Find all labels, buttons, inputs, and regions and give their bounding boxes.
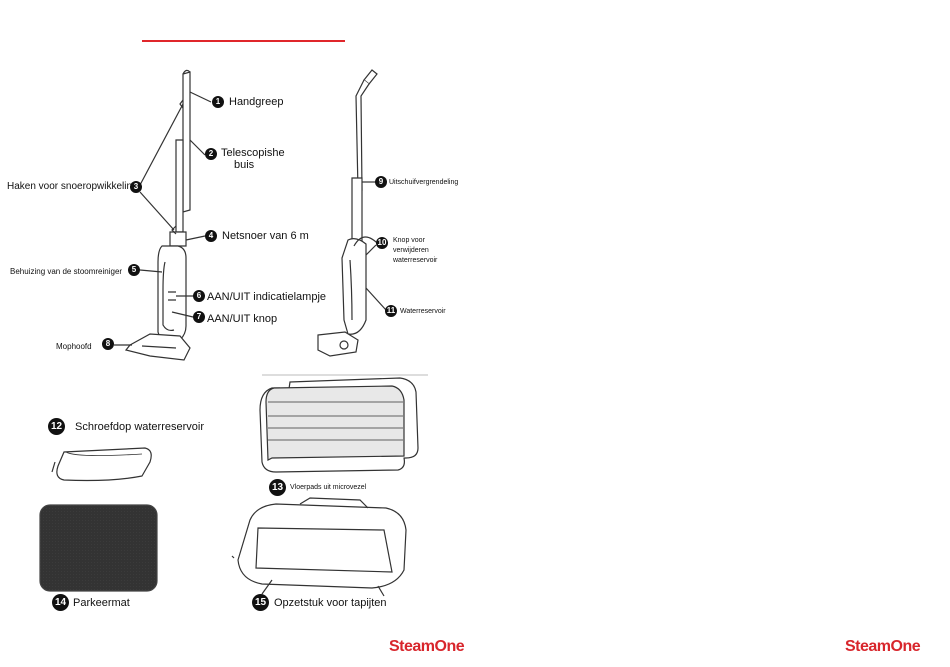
part-number-badge: 11 [385, 305, 397, 317]
part-number-badge: 2 [205, 148, 217, 160]
part-number-badge: 9 [375, 176, 387, 188]
part-number-badge: 4 [205, 230, 217, 242]
part-label-parking-mat: Parkeermat [73, 597, 130, 609]
part-number-badge: 14 [52, 594, 69, 611]
part-label-reservoir-release: Knop voor [393, 237, 425, 244]
part-number-badge: 12 [48, 418, 65, 435]
part-number-badge: 7 [193, 311, 205, 323]
reservoir-cap-drawing [51, 447, 152, 482]
part-number-badge: 10 [376, 237, 388, 249]
part-label-telescopic-tube-line2: buis [234, 159, 255, 171]
part-number-badge: 5 [128, 264, 140, 276]
part-label-reservoir-release-line2: verwijderen [393, 247, 429, 254]
part-label-water-reservoir: Waterreservoir [400, 308, 446, 315]
carpet-attachment-drawing [231, 497, 407, 597]
part-label-reservoir-release-line3: waterreservoir [393, 257, 438, 264]
part-label-power-button: AAN/UIT knop [207, 313, 278, 325]
part-label-reservoir-cap: Schroefdop waterreservoir [75, 421, 205, 433]
part-number-badge: 3 [130, 181, 142, 193]
part-number-badge: 8 [102, 338, 114, 350]
part-number-badge: 6 [193, 290, 205, 302]
part-label-carpet-attachment: Opzetstuk voor tapijten [274, 597, 387, 609]
steam-mop-front-drawing [124, 69, 191, 361]
part-label-extension-lock: Uitschuifvergrendeling [389, 179, 459, 186]
part-label-microfiber-pads: Vloerpads uit microvezel [290, 484, 367, 491]
microfiber-pads-drawing [259, 377, 419, 473]
part-label-handgreep: Handgreep [229, 96, 284, 108]
part-number-badge: 1 [212, 96, 224, 108]
part-number-badge: 15 [252, 594, 269, 611]
brand-logo-right: SteamOne [845, 638, 921, 655]
header-red-rule [142, 40, 345, 42]
brand-logo-left: SteamOne [389, 638, 465, 655]
part-label-power-cord: Netsnoer van 6 m [222, 230, 309, 242]
steam-mop-side-drawing [317, 69, 381, 357]
parking-mat-drawing [39, 504, 158, 592]
part-number-badge: 13 [269, 479, 286, 496]
part-label-indicator-light: AAN/UIT indicatielampje [207, 291, 327, 303]
part-label-steamer-housing: Behuizing van de stoomreiniger [10, 267, 123, 276]
part-label-cord-hooks: Haken voor snoeropwikkeling [7, 181, 138, 192]
part-label-mop-head: Mophoofd [56, 342, 92, 351]
part-label-telescopic-tube: Telescopishe [221, 147, 285, 159]
